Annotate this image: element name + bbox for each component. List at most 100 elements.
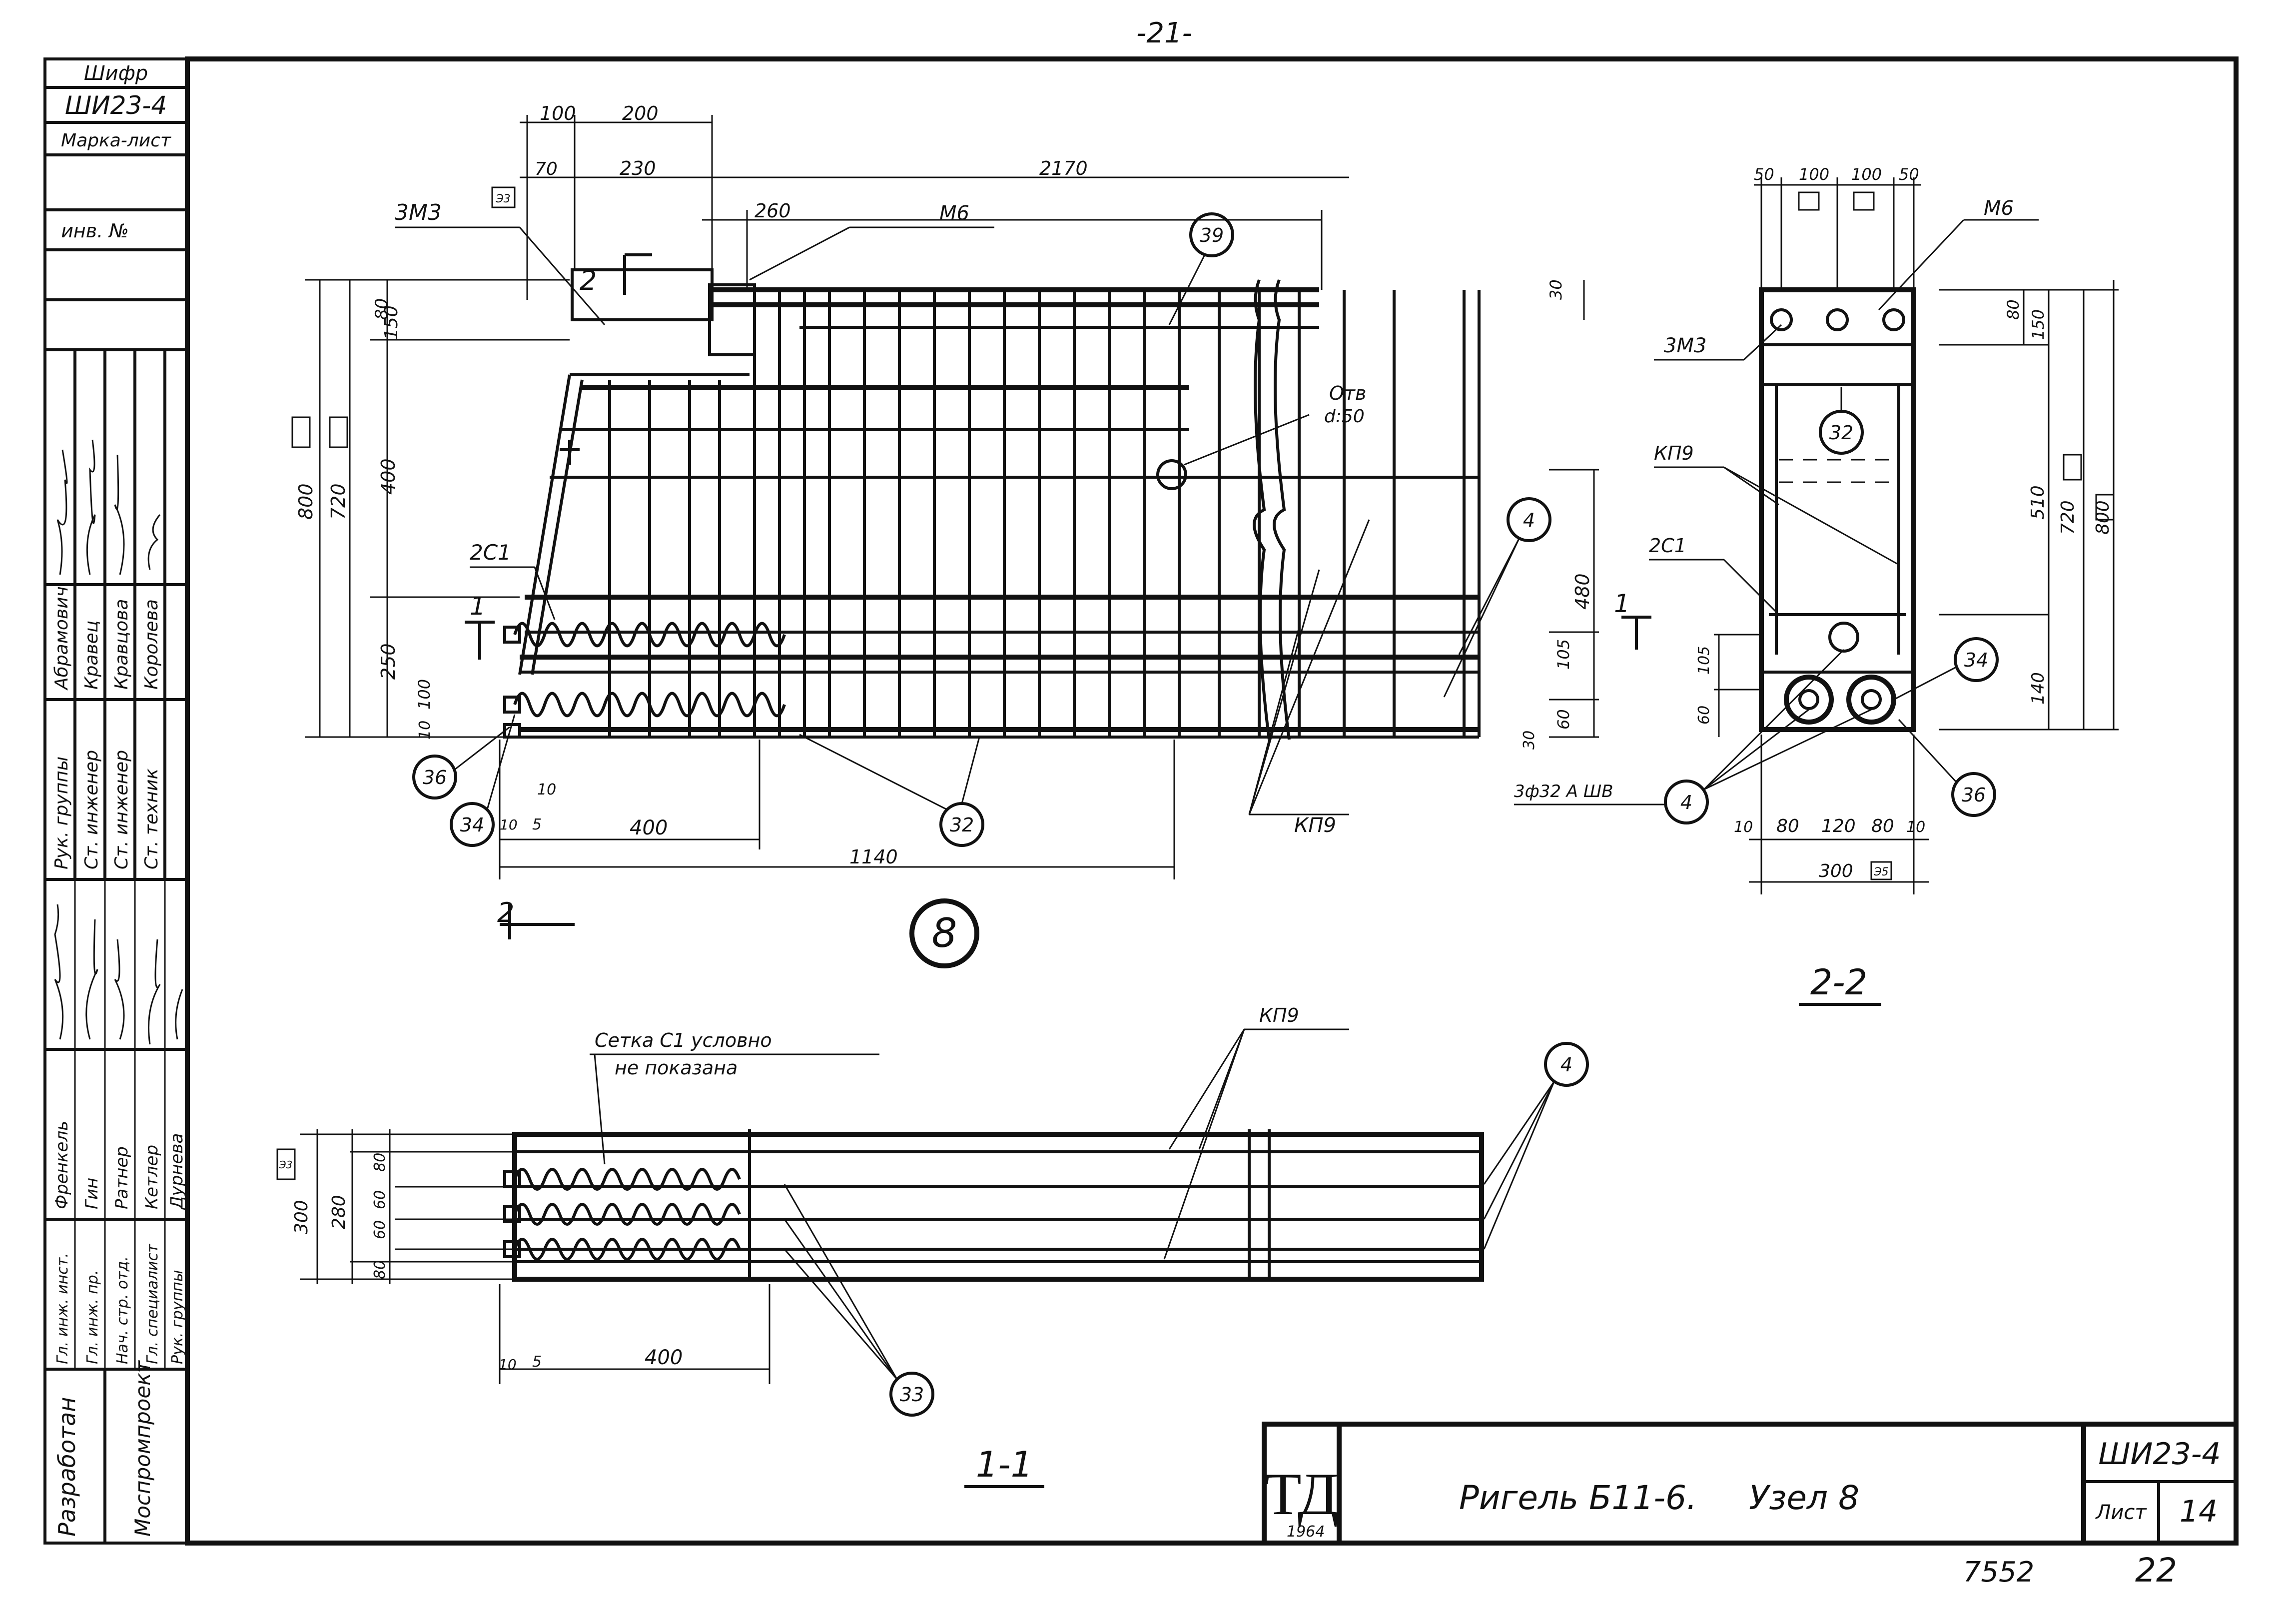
s22-label-4: 4 <box>1680 792 1692 813</box>
hole-d50 <box>1156 459 1187 490</box>
node-label-8: 8 <box>932 910 957 956</box>
s11-note-line2: не показана <box>615 1057 738 1079</box>
title-sheet-label: Лист <box>2095 1501 2147 1524</box>
left-strip: Шифр ШИ23-4 Марка-лист инв. № Абрамович … <box>43 57 189 1545</box>
dim-l-100: 100 <box>415 679 434 710</box>
signatures-2 <box>54 904 183 1045</box>
dim-b-400: 400 <box>630 816 668 839</box>
s22-dim-b-10a: 10 <box>1734 818 1753 836</box>
dim-b-1140: 1140 <box>849 846 898 868</box>
s22-dim-r-80: 80 <box>2004 299 2023 320</box>
strip2-role-4: Гл. специалист <box>144 1243 161 1364</box>
label-39: 39 <box>1200 224 1224 246</box>
title-year: 1964 <box>1287 1523 1325 1541</box>
strip2-role-5: Рук. группы <box>169 1270 186 1364</box>
dim-b-10b: 10 <box>500 816 518 833</box>
s22-label-32: 32 <box>1829 422 1853 444</box>
s22-dim-b-300: 300 <box>1819 861 1853 881</box>
dim-100: 100 <box>540 102 576 124</box>
dim-l-800: 800 <box>295 483 317 520</box>
dim-l-10: 10 <box>416 721 434 740</box>
archive-number: 7552 <box>1963 1556 2035 1589</box>
strip-org-name: Моспромпроект <box>130 1360 155 1537</box>
dim-200: 200 <box>622 102 659 124</box>
dim-70: 70 <box>535 159 558 179</box>
strip2-name-2: Гин <box>82 1178 102 1209</box>
label-2c1: 2С1 <box>470 540 511 565</box>
label-32: 32 <box>950 814 974 836</box>
signatures-1 <box>56 439 161 575</box>
title-block: ТД 1964 Ригель Б11-6. Узел 8 ШИ23-4 Лист… <box>1262 1422 2239 1546</box>
dim-l-250: 250 <box>377 643 399 680</box>
footer-page: 22 <box>2135 1551 2177 1590</box>
s11-dim-280: 280 <box>329 1195 349 1229</box>
label-34: 34 <box>460 814 484 836</box>
s11-label-kp9: КП9 <box>1259 1004 1299 1026</box>
strip2-name-4: Кетлер <box>142 1145 162 1209</box>
dim-b-5: 5 <box>532 816 542 833</box>
s22-dim-b-80a: 80 <box>1776 816 1799 836</box>
dim-l-150: 150 <box>381 305 402 340</box>
s22-dim-r-140: 140 <box>2028 672 2048 705</box>
dim-l-720: 720 <box>327 483 349 520</box>
dim-l-80: 80 <box>372 298 392 320</box>
label-otv: Отв <box>1329 382 1366 404</box>
section-mark-1-left: 1 <box>470 592 486 621</box>
spiral-section-right <box>1846 675 1896 725</box>
dim-r-30a: 30 <box>1546 279 1565 300</box>
s22-dim-50b: 50 <box>1899 165 1919 184</box>
strip2-role-1: Гл. инж. инст. <box>54 1253 71 1364</box>
s22-label-34: 34 <box>1964 649 1988 671</box>
s11-dim-300: 300 <box>291 1200 312 1234</box>
strip-mark-sheet: Марка-лист <box>61 130 171 151</box>
strip2-role-3: Нач. стр. отд. <box>114 1256 131 1364</box>
title-name: Ригель Б11-6. <box>1459 1479 1697 1517</box>
strip-role-1: Рук. группы <box>51 757 72 869</box>
strip2-role-2: Гл. инж. пр. <box>84 1270 101 1364</box>
label-36: 36 <box>423 767 447 789</box>
dim-r-480: 480 <box>1571 573 1593 610</box>
s22-dim-r-720: 720 <box>2058 500 2078 535</box>
s11-note-line1: Сетка С1 условно <box>595 1029 772 1051</box>
stamp-e3-top: Э3 <box>495 193 510 205</box>
s22-label-2c1: 2С1 <box>1649 535 1686 557</box>
title-code: ШИ23-4 <box>2098 1437 2221 1472</box>
dim-l-400: 400 <box>377 458 399 495</box>
s22-label-m6: М6 <box>1984 197 2014 220</box>
label-4-main: 4 <box>1523 509 1535 531</box>
sheet-frame <box>185 56 2239 1546</box>
s22-dim-b-80b: 80 <box>1871 816 1894 836</box>
strip-role-4: Ст. техник <box>141 769 162 869</box>
section-2-2-label: 2-2 <box>1810 962 1867 1003</box>
s11-dim-b-10: 10 <box>499 1356 517 1373</box>
strip-name-4: Королева <box>141 599 162 690</box>
label-d50: d:50 <box>1324 406 1365 427</box>
label-m6: М6 <box>939 202 969 225</box>
label-3m3: 3М3 <box>395 200 442 225</box>
s22-dim-b-10b: 10 <box>1906 818 1925 836</box>
strip-developed: Разработан <box>53 1397 80 1537</box>
main-elevation-view: 100 200 70 230 2170 260 3М3 М6 39 Отв d:… <box>291 102 1651 968</box>
s22-dim-r-510: 510 <box>2028 485 2048 520</box>
s22-dim-50a: 50 <box>1754 165 1774 184</box>
stamp-e5: Э5 <box>1873 866 1888 878</box>
s22-dim-l-60: 60 <box>1695 706 1713 725</box>
s11-dim-60b: 60 <box>371 1220 389 1239</box>
section-1-1-label: 1-1 <box>976 1444 1033 1485</box>
s11-dim-60a: 60 <box>371 1190 389 1209</box>
title-node: Узел 8 <box>1749 1479 1859 1517</box>
strip-role-3: Ст. инженер <box>111 750 132 869</box>
s22-dim-100b: 100 <box>1851 165 1882 184</box>
s11-label-4: 4 <box>1560 1054 1572 1076</box>
strip-inv-no: инв. № <box>61 220 129 242</box>
s11-label-33: 33 <box>900 1384 924 1406</box>
strip2-name-5: Дурнева <box>167 1133 187 1210</box>
s11-dim-80a: 80 <box>371 1153 389 1172</box>
s11-dim-b-400: 400 <box>645 1346 683 1369</box>
stamp-e3-s11: Э3 <box>279 1159 293 1171</box>
dim-r-30b: 30 <box>1521 731 1538 750</box>
dim-2170: 2170 <box>1039 157 1088 179</box>
title-sheet-number: 14 <box>2180 1494 2218 1529</box>
section-mark-1-right: 1 <box>1614 589 1630 618</box>
page-number: -21- <box>1136 17 1192 49</box>
